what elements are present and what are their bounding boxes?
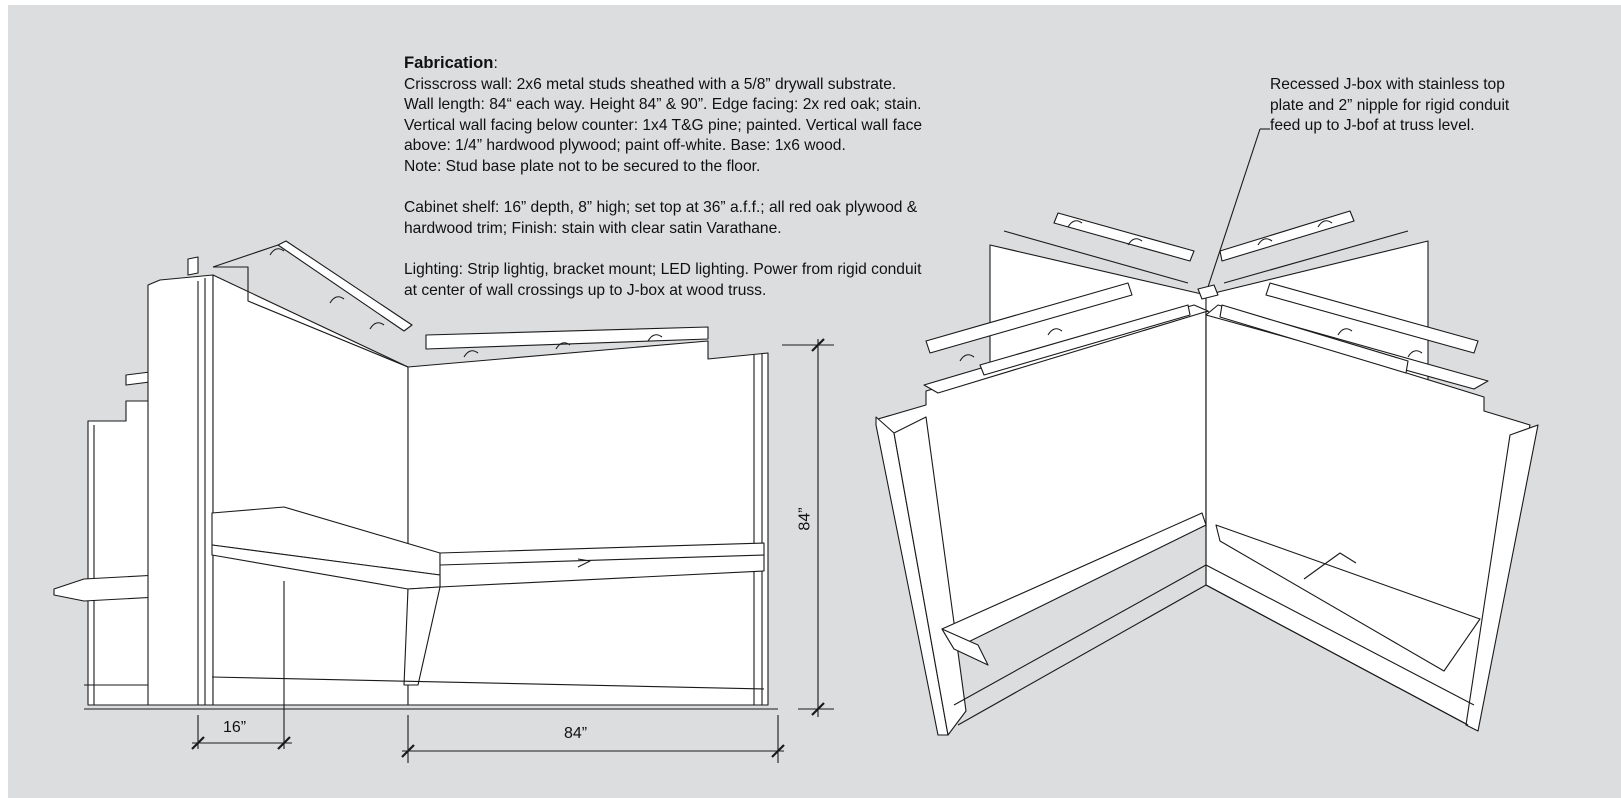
callout-line: feed up to J-bof at truss level.	[1270, 117, 1475, 135]
dimension-wall-height: 84”	[796, 507, 814, 531]
cabinet-line: Cabinet shelf: 16” depth, 8” high; set t…	[404, 199, 918, 217]
j-box-callout: Recessed J-box with stainless top plate …	[1270, 75, 1570, 137]
front-left-edge	[875, 416, 949, 736]
front-left-end	[893, 416, 967, 736]
iso-shelf-right-top	[1215, 524, 1481, 672]
far-left-shelf	[53, 574, 159, 602]
left-strip-light	[277, 240, 413, 332]
dimension-wall-length: 84”	[564, 725, 588, 742]
front-right-light	[1265, 282, 1479, 354]
dimension-shelf-depth: 16”	[223, 719, 247, 736]
callout-line: plate and 2” nipple for rigid conduit	[1270, 96, 1510, 114]
fabrication-line: Note: Stud base plate not to be secured …	[404, 157, 761, 175]
front-right-light-2	[1219, 304, 1409, 374]
end-column	[147, 274, 214, 706]
front-strip-light	[425, 326, 709, 350]
drawing-canvas: Fabrication: Crisscross wall: 2x6 metal …	[8, 5, 1621, 798]
lighting-block: Lighting: Strip lightig, bracket mount; …	[404, 260, 994, 301]
front-right-edge	[1465, 424, 1539, 732]
fabrication-line: Vertical wall facing below counter: 1x4 …	[404, 116, 923, 134]
fabrication-line: above: 1/4” hardwood plywood; paint off-…	[404, 137, 846, 155]
fabrication-heading: Fabrication	[404, 53, 494, 72]
left-wall-view	[53, 240, 834, 763]
fabrication-colon: :	[493, 55, 498, 72]
fabrication-line: Crisscross wall: 2x6 metal studs sheathe…	[404, 75, 897, 93]
front-left-light	[925, 282, 1133, 354]
fabrication-block: Fabrication: Crisscross wall: 2x6 metal …	[404, 53, 994, 178]
front-left-light-2	[979, 304, 1191, 376]
fabrication-notes: Fabrication: Crisscross wall: 2x6 metal …	[404, 53, 994, 322]
cabinet-shelf-bracket	[403, 586, 441, 686]
back-right-light	[1219, 210, 1355, 262]
lighting-line: at center of wall crossings up to J-box …	[404, 281, 767, 299]
lighting-line: Lighting: Strip lightig, bracket mount; …	[404, 260, 922, 278]
back-left-light	[1053, 212, 1195, 262]
callout-line: Recessed J-box with stainless top	[1270, 76, 1505, 93]
cabinet-line: hardwood trim; Finish: stain with clear …	[404, 219, 782, 237]
cabinet-block: Cabinet shelf: 16” depth, 8” high; set t…	[404, 198, 994, 239]
left-diagonal-wall	[212, 274, 409, 706]
fabrication-line: Wall length: 84“ each way. Height 84” & …	[404, 96, 922, 114]
iso-shelf-left-end	[941, 628, 989, 666]
isometric-wall-drawing	[53, 128, 1539, 763]
column-cap	[187, 256, 199, 276]
right-isometric-view	[875, 128, 1539, 736]
front-wall	[407, 340, 769, 706]
